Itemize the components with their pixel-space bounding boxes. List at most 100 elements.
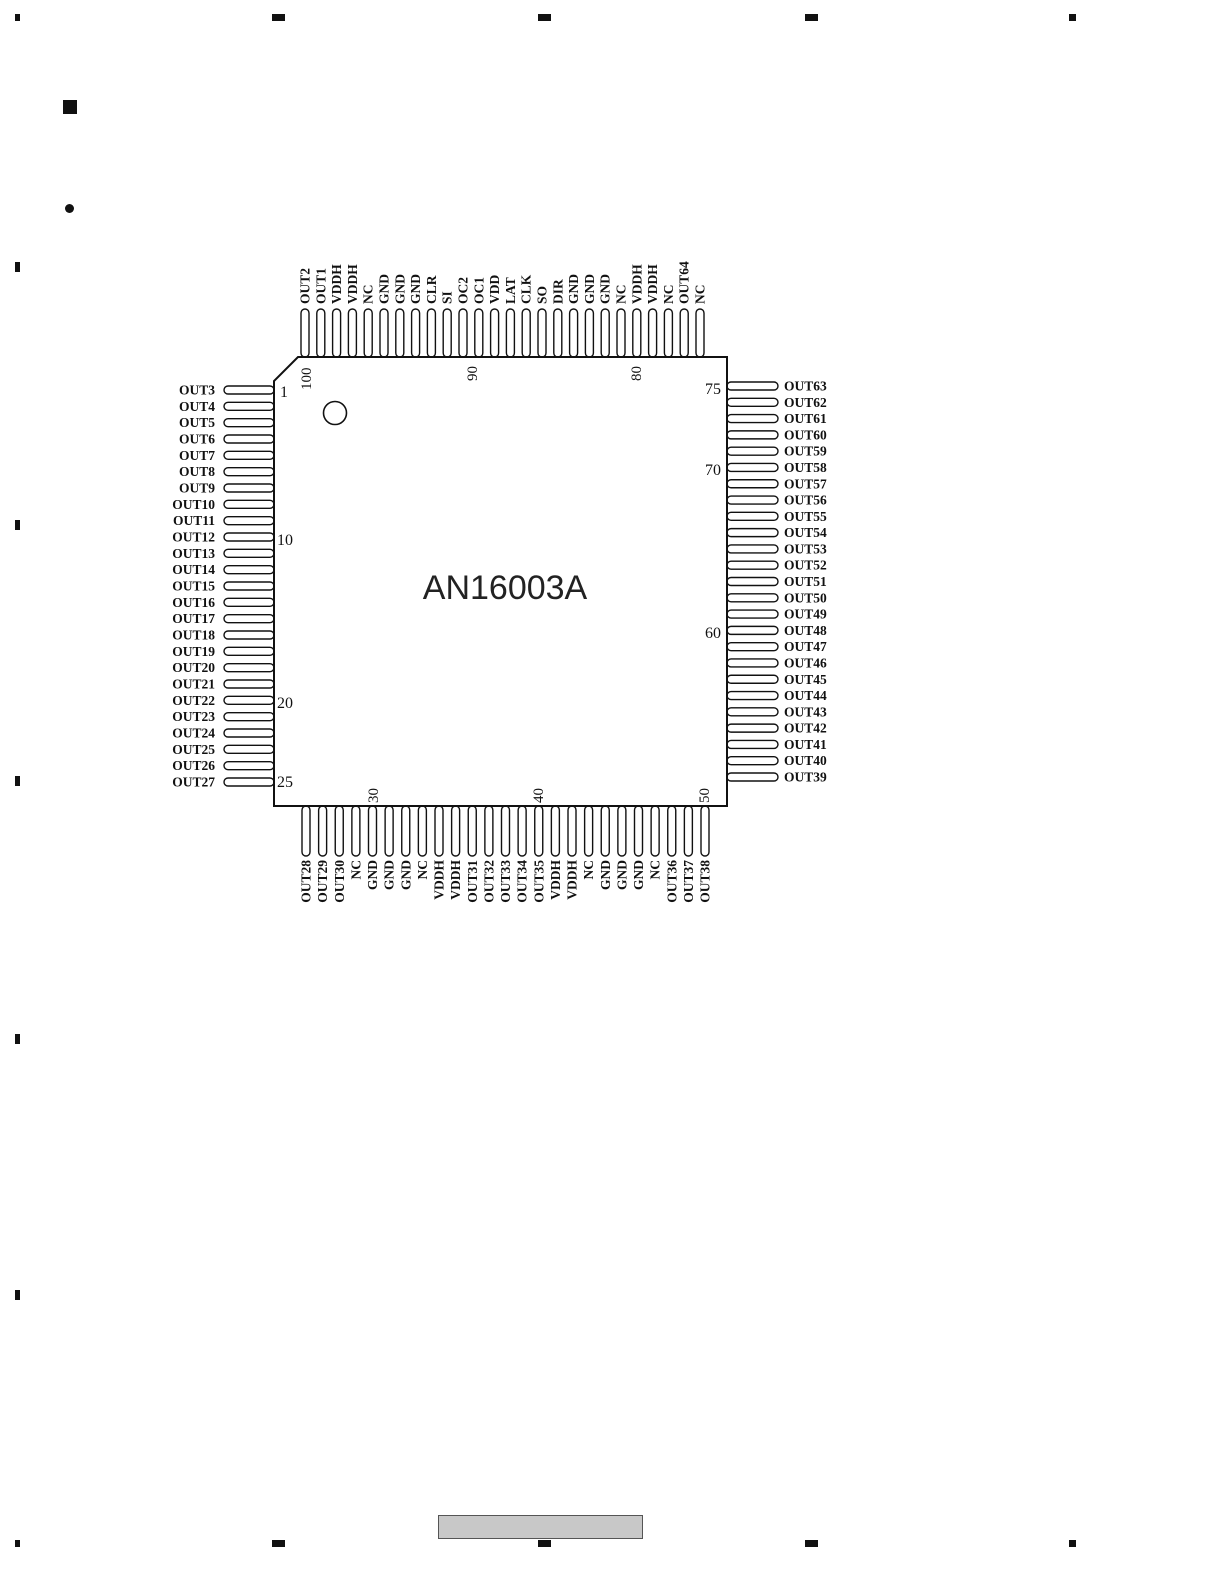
pin-number: 25: [277, 774, 293, 791]
pin-label: VDDH: [565, 860, 580, 900]
pin-label: VDDH: [645, 264, 660, 304]
pin-lead: [726, 544, 779, 554]
pin-lead: [401, 805, 411, 857]
pin-label: NC: [348, 860, 363, 880]
pin-label: OUT17: [172, 611, 215, 626]
pin-label: OUT2: [298, 268, 313, 304]
pin-label: OUT50: [784, 590, 827, 605]
pin-lead: [663, 308, 674, 358]
pin-label: OUT13: [172, 546, 215, 561]
pin-lead: [633, 805, 644, 857]
pin-lead: [632, 308, 642, 358]
pin-label: OUT52: [784, 558, 827, 573]
pin-label: OUT59: [784, 444, 827, 459]
pin-lead: [484, 805, 494, 857]
pin-lead: [726, 511, 779, 522]
pins-left-group: OUT3OUT4OUT5OUT6OUT7OUT8OUT9OUT10OUT11OU…: [172, 383, 275, 790]
pins-top-group: NCOUT64NCVDDHVDDHNCGNDGNDGNDDIRSOCLKLATV…: [298, 261, 708, 358]
pin-lead: [442, 308, 452, 358]
pin-number: 75: [705, 381, 721, 398]
pin-lead: [223, 646, 275, 657]
pin-label: CLK: [519, 274, 534, 304]
pin-label: GND: [382, 860, 397, 890]
pin-label: OUT29: [315, 860, 330, 903]
pin-lead: [331, 308, 342, 358]
pin-label: OUT20: [172, 660, 215, 675]
pin-lead: [553, 308, 563, 358]
pin-lead: [695, 308, 705, 358]
pin-label: OUT18: [172, 628, 215, 643]
pin-label: VDD: [487, 275, 502, 304]
pin-label: NC: [693, 285, 708, 305]
pin-label: VDDH: [345, 264, 360, 304]
pin-label: GND: [365, 860, 380, 890]
pin-lead: [726, 446, 779, 456]
pin-label: NC: [661, 285, 676, 305]
pin-label: DIR: [550, 279, 565, 304]
pin-lead: [650, 805, 660, 857]
pin-label: NC: [614, 285, 629, 305]
reg-mark: [272, 14, 285, 21]
pin-label: GND: [408, 274, 423, 304]
pin-lead: [647, 308, 658, 358]
pin-lead: [223, 777, 275, 787]
pin-lead: [568, 308, 579, 358]
pin-lead: [600, 308, 610, 358]
pin-label: OUT44: [784, 688, 827, 703]
pin-lead: [679, 308, 689, 358]
pin-label: OUT9: [179, 481, 215, 496]
chip-body: [273, 356, 728, 807]
chip-part-number: AN16003A: [423, 569, 588, 607]
pin-label: VDDH: [329, 264, 344, 304]
pin-label: OUT51: [784, 574, 827, 589]
pin-lead: [726, 479, 779, 489]
pin-lead: [726, 674, 779, 684]
reg-mark: [15, 520, 20, 530]
pin-lead: [726, 756, 779, 766]
pin-lead: [223, 417, 275, 428]
reg-mark: [805, 1540, 818, 1547]
pin-label: OUT26: [172, 758, 215, 773]
pin-label: OUT21: [172, 677, 215, 692]
reg-mark: [15, 1034, 20, 1044]
pin-lead: [223, 613, 275, 624]
pin-lead: [223, 434, 275, 444]
pin-lead: [223, 532, 275, 542]
pin-lead: [223, 515, 275, 526]
pin-label: OUT49: [784, 607, 827, 622]
pin-label: OUT4: [179, 399, 215, 414]
pin-lead: [537, 308, 547, 358]
pin-lead: [567, 805, 577, 857]
pin-lead: [726, 397, 779, 407]
pin-label: GND: [614, 860, 629, 890]
pin-lead: [223, 564, 275, 575]
pin-lead: [521, 308, 531, 358]
pin-label: OUT38: [698, 860, 713, 903]
pin-label: OUT43: [784, 704, 827, 719]
pin-lead: [223, 483, 275, 493]
pin-label: OUT55: [784, 509, 827, 524]
pin-label: OC2: [456, 277, 471, 304]
pin-lead: [363, 308, 373, 358]
pin-lead: [223, 760, 275, 771]
pin-label: OUT7: [179, 448, 215, 463]
pin-label: OUT28: [299, 860, 314, 903]
pin-lead: [223, 695, 275, 706]
pin-label: OUT14: [172, 562, 215, 577]
pin-number: 1: [280, 384, 288, 401]
pin-label: GND: [631, 860, 646, 890]
pin-label: OUT5: [179, 415, 215, 430]
pin-label: GND: [582, 274, 597, 304]
pin-label: GND: [598, 274, 613, 304]
pin-number: 60: [705, 625, 721, 642]
pin-label: OUT63: [784, 379, 827, 394]
pin-lead: [726, 462, 779, 473]
pin-lead: [223, 499, 275, 510]
pin-label: NC: [581, 860, 596, 880]
pin-lead: [474, 308, 484, 358]
pin-label: VDDH: [629, 264, 644, 304]
pin-lead: [417, 805, 428, 857]
pin-label: OUT46: [784, 655, 827, 670]
pin-lead: [395, 308, 405, 358]
pin-lead: [223, 450, 275, 461]
